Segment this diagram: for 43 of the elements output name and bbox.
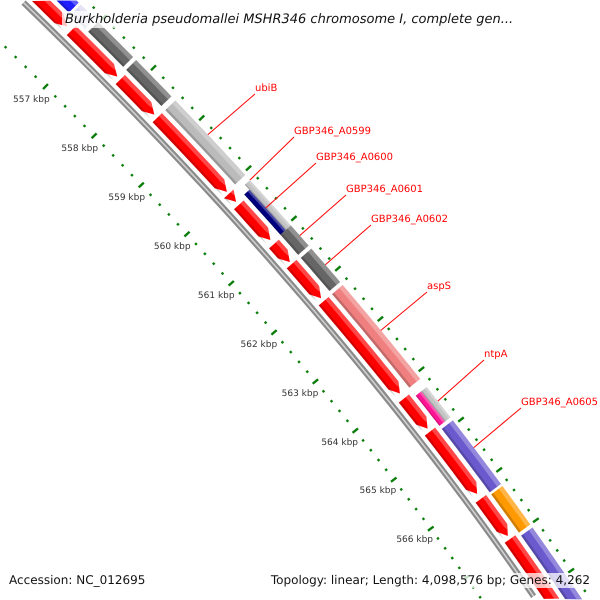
scale-label: 559 kbp [108, 193, 146, 204]
scale-label: 558 kbp [61, 144, 98, 156]
scale-label: 557 kbp [13, 95, 50, 106]
genome-info-label: Topology: linear; Length: 4,098,576 bp; Genes: 4,262 [268, 573, 592, 588]
gene-bar [332, 285, 420, 388]
leader-line [249, 136, 294, 181]
scale-label: 561 kbp [198, 291, 235, 302]
leader-line [473, 408, 522, 448]
gene-bar [56, 0, 79, 13]
gene-bar [442, 420, 501, 492]
leader-line [324, 224, 372, 266]
gene-label: GBP346_A0600 [316, 152, 394, 164]
scale-label: 562 kbp [240, 340, 278, 351]
gene-label: GBP346_A0602 [371, 214, 448, 226]
leader-line [299, 194, 346, 236]
gene-label: GBP346_A0601 [346, 184, 424, 196]
leader-line [207, 94, 256, 136]
gene-segment [286, 260, 324, 302]
gene-bar [421, 387, 450, 422]
gene-label: ntpA [484, 349, 508, 361]
gene-bar [244, 190, 286, 235]
gene-label: GBP346_A0599 [294, 126, 372, 138]
accession-label: Accession: NC_012695 [7, 573, 148, 588]
leader-line [380, 292, 428, 331]
gene-segment [66, 26, 120, 80]
gene-bar [491, 486, 530, 533]
gene-bar [165, 100, 246, 184]
leader-line [265, 162, 316, 208]
scale-label: 566 kbp [396, 535, 433, 546]
gene-segment [224, 190, 240, 206]
scale-label: 564 kbp [321, 438, 358, 449]
gene-bar [416, 391, 445, 426]
gene-bar [244, 180, 291, 230]
scale-label: 565 kbp [360, 486, 396, 498]
gene-bar [300, 248, 340, 292]
gene-bar [126, 60, 172, 106]
scale-label: 563 kbp [282, 388, 318, 400]
gene-label: GBP346_A0605 [521, 397, 598, 409]
leader-line [437, 360, 484, 402]
gene-label: ubiB [255, 83, 278, 95]
scale-label: 560 kbp [154, 242, 191, 254]
gene-bar [280, 225, 309, 255]
gene-label: aspS [427, 281, 452, 293]
